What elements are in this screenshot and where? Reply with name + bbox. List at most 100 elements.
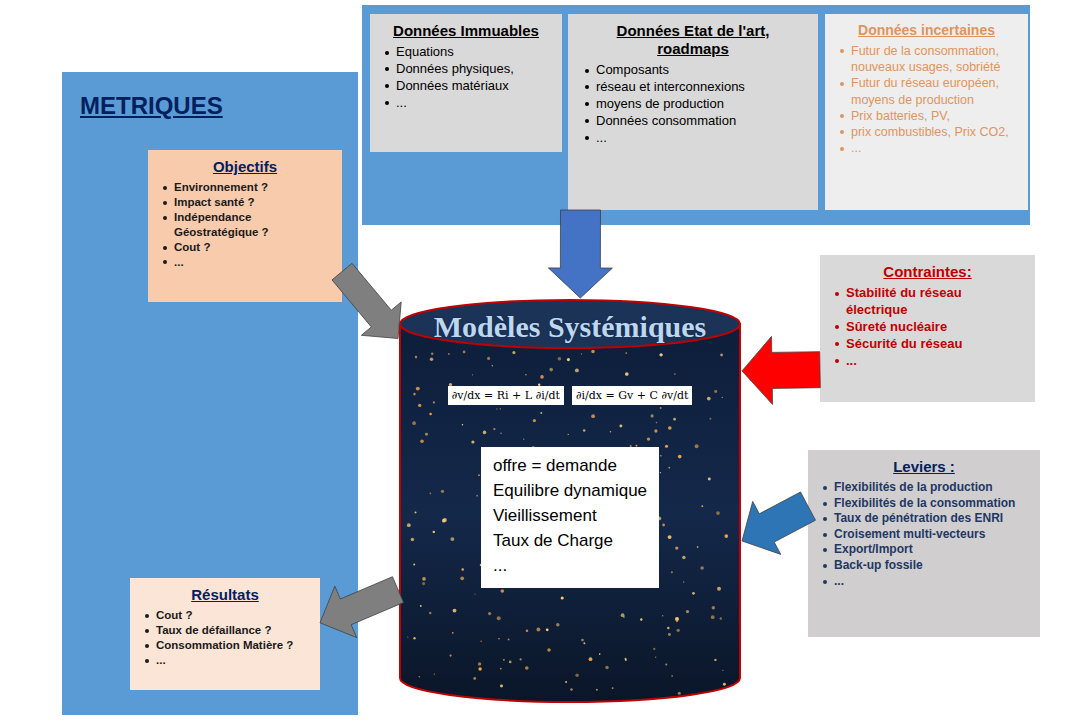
city-light — [625, 352, 627, 354]
city-light — [558, 357, 562, 361]
city-light — [591, 350, 594, 353]
city-light — [700, 566, 704, 570]
city-light — [660, 455, 662, 457]
objectives-box: ObjectifsEnvironnement ?Impact santé ?In… — [148, 150, 342, 302]
telegraph-equation: ∂i/dx = Gv + C ∂v/dt — [572, 386, 693, 405]
bullet-item: Cout ? — [158, 240, 332, 255]
city-light — [675, 546, 678, 549]
city-light — [625, 659, 627, 661]
city-light — [619, 425, 622, 428]
city-light — [433, 401, 435, 403]
city-light — [415, 356, 418, 359]
bullet-item: Environnement ? — [158, 180, 332, 195]
telegraph-equation: ∂v/dx = Ri + L ∂i/dt — [448, 386, 564, 405]
city-light — [651, 414, 654, 417]
city-light — [714, 390, 717, 393]
city-light — [442, 519, 446, 523]
city-light — [678, 455, 682, 459]
city-light — [492, 365, 493, 366]
city-light — [429, 413, 432, 416]
bullet-item: Impact santé ? — [158, 195, 332, 210]
city-light — [711, 615, 715, 619]
city-light — [692, 592, 695, 595]
block-arrow — [742, 336, 820, 404]
city-light — [701, 505, 703, 507]
city-light — [471, 440, 474, 443]
bullet-item: ... — [158, 255, 332, 270]
bullet-item: moyens de production — [580, 96, 806, 113]
city-light — [463, 351, 466, 354]
city-light — [496, 408, 497, 409]
bullet-item: Stabilité du réseau électrique — [830, 285, 1025, 319]
city-light — [660, 407, 662, 409]
city-light — [659, 353, 662, 356]
city-light — [474, 594, 475, 595]
city-light — [493, 428, 495, 430]
city-light — [443, 518, 447, 522]
city-light — [407, 523, 411, 527]
city-light — [462, 424, 464, 426]
city-light — [662, 615, 663, 616]
city-light — [452, 632, 454, 634]
bullet-item: ... — [830, 353, 1025, 370]
city-light — [540, 412, 542, 414]
city-light — [478, 667, 481, 670]
model-principle: Equilibre dynamique — [493, 478, 647, 503]
bullet-item: réseau et interconnexions — [580, 79, 806, 96]
city-light — [476, 495, 478, 497]
city-light — [429, 492, 431, 494]
bullet-item: Sûreté nucléaire — [830, 319, 1025, 336]
city-light — [707, 397, 711, 401]
box-heading: Leviers : — [818, 458, 1030, 476]
city-light — [420, 605, 422, 607]
city-light — [668, 633, 671, 636]
city-light — [575, 368, 579, 372]
city-light — [591, 414, 595, 418]
bullet-item: Sécurité du réseau — [830, 336, 1025, 353]
city-light — [683, 581, 685, 583]
city-light — [415, 511, 417, 513]
city-light — [422, 582, 425, 585]
model-title: Modèles Systémiques — [398, 310, 742, 344]
city-light — [536, 628, 540, 632]
city-light — [413, 564, 415, 566]
city-light — [665, 445, 668, 448]
city-light — [668, 467, 670, 469]
bullet-item: Cout ? — [140, 608, 310, 623]
top-data-panel — [362, 5, 1030, 225]
city-light — [512, 351, 515, 354]
city-light — [448, 353, 450, 355]
city-light — [500, 685, 503, 688]
bullet-item: Indépendance Géostratégique ? — [158, 210, 332, 240]
city-light — [525, 666, 529, 670]
city-light — [568, 434, 569, 435]
data-box: Données Etat de l'art, roadmapsComposant… — [568, 14, 818, 210]
constraints-box: Contraintes:Stabilité du réseau électriq… — [820, 255, 1035, 402]
city-light — [461, 568, 464, 571]
city-light — [612, 687, 614, 689]
bullet-item: ... — [580, 130, 806, 147]
city-light — [549, 368, 553, 372]
city-light — [662, 524, 665, 527]
city-light — [497, 616, 501, 620]
city-light — [621, 613, 625, 617]
city-light — [480, 641, 481, 642]
city-light — [625, 372, 629, 376]
city-light — [575, 673, 578, 676]
block-arrow — [548, 210, 612, 298]
city-light — [523, 439, 524, 440]
city-light — [478, 474, 480, 476]
city-light — [567, 358, 570, 361]
city-light — [708, 477, 711, 480]
city-light — [413, 393, 416, 396]
city-light — [429, 612, 431, 614]
city-light — [508, 638, 510, 640]
city-light — [509, 661, 512, 664]
city-light — [654, 429, 657, 432]
city-light — [709, 418, 711, 420]
bullet-item: Prix batteries, PV, — [835, 108, 1018, 124]
city-light — [722, 397, 723, 398]
box-heading: Données incertaines — [835, 22, 1018, 39]
city-light — [450, 537, 454, 541]
city-light — [583, 642, 585, 644]
